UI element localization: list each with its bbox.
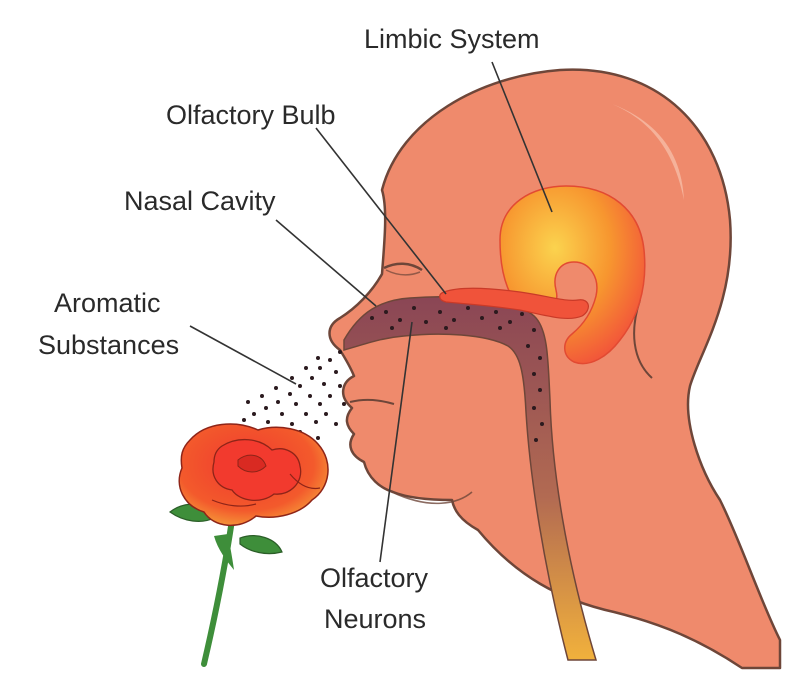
leader-limbic-system [491, 61, 553, 213]
mouth [349, 398, 395, 405]
leader-olfactory-neurons [379, 321, 413, 563]
leader-lines [189, 61, 553, 563]
rose-sepal [214, 534, 234, 570]
leader-nasal-cavity [275, 219, 377, 307]
label-limbic-system: Limbic System [364, 24, 540, 54]
rose-stem [201, 517, 235, 667]
head-highlight [612, 104, 684, 200]
label-olfactory-bulb: Olfactory Bulb [166, 100, 336, 130]
nasal-particles [370, 306, 544, 442]
label-aromatic-substances-line2: Substances [38, 330, 179, 360]
label-nasal-cavity: Nasal Cavity [124, 186, 276, 216]
rose [169, 423, 329, 667]
label-aromatic-substances-line1: Aromatic [54, 288, 161, 318]
olfactory-bulb [439, 287, 589, 320]
closed-eye [383, 262, 423, 272]
rose-leaf-right [239, 535, 283, 555]
leader-olfactory-bulb [315, 127, 447, 295]
leader-aromatic-substances [189, 325, 297, 385]
head-silhouette [328, 68, 782, 670]
jaw-line [391, 491, 473, 505]
label-olfactory-neurons-line2: Neurons [324, 604, 426, 634]
label-olfactory-neurons-line1: Olfactory [320, 563, 429, 593]
